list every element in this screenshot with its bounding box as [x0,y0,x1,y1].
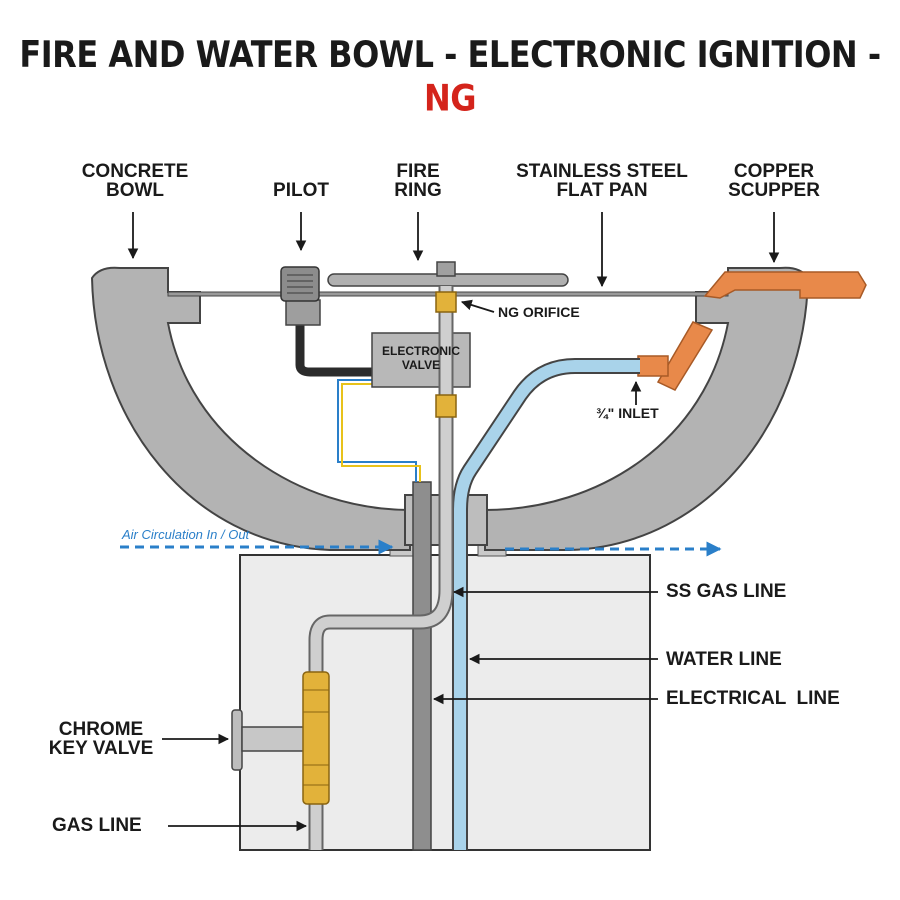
label-flat-pan-line1: STAINLESS STEEL [516,161,688,182]
title-accent: NG [423,76,477,120]
key-valve-brass-body [302,671,330,805]
label-copper-scupper-line2: SCUPPER [728,180,820,201]
label-flat-pan: STAINLESS STEEL FLAT PAN [502,162,702,200]
label-ss-gas-line-text: SS GAS LINE [666,581,787,602]
label-chrome-key-valve-line2: KEY VALVE [48,738,154,759]
label-fire-ring-line1: FIRE [396,161,440,182]
label-gas-line: GAS LINE [52,816,142,835]
pilot-wire-black [295,320,372,377]
label-inlet: ¾" INLET [596,406,659,421]
fire-ring-hub [436,261,456,277]
ng-orifice-fitting [435,291,457,313]
copper-inlet-fitting [637,355,669,377]
pilot-grill [287,274,313,294]
pilot-head [280,266,320,302]
title-main: FIRE AND WATER BOWL - ELECTRONIC IGNITIO… [19,32,881,76]
label-gas-line-text: GAS LINE [52,815,142,836]
label-electronic-valve: ELECTRONIC VALVE [372,344,470,372]
label-ss-gas-line: SS GAS LINE [666,582,786,601]
label-flat-pan-line2: FLAT PAN [556,180,648,201]
label-concrete-bowl: CONCRETE BOWL [70,162,200,200]
label-copper-scupper-line1: COPPER [733,161,815,182]
label-fire-ring: FIRE RING [378,162,458,200]
diagram-title: FIRE AND WATER BOWL - ELECTRONIC IGNITIO… [0,32,900,119]
label-electrical-line-text: ELECTRICAL LINE [666,688,840,709]
pilot-body [285,299,321,326]
label-copper-scupper: COPPER SCUPPER [716,162,832,200]
electrical-wire-yellow [341,383,421,482]
label-water-line: WATER LINE [666,650,782,669]
label-ng-orifice-text: NG ORIFICE [498,304,580,320]
electrical-line [412,481,432,851]
concrete-bowl [90,266,411,551]
concrete-bowl-right [484,266,810,551]
electronic-valve [371,332,471,388]
label-electronic-valve-line1: ELECTRONIC [382,344,460,358]
chrome-key-valve-handle [231,709,243,771]
electrical-wire-blue [337,379,417,482]
label-chrome-key-valve-line1: CHROME [58,719,144,740]
arrow-ng-orifice [460,299,495,313]
label-pilot: PILOT [256,181,346,200]
key-valve-brass-rings [303,689,329,786]
label-concrete-bowl-line2: BOWL [105,180,165,201]
label-ng-orifice: NG ORIFICE [498,305,580,320]
water-line-fill [454,360,640,850]
ss-gas-line-fill [310,286,452,850]
label-air-circulation-text: Air Circulation In / Out [122,527,250,542]
label-pilot-text: PILOT [273,180,329,201]
gas-valve-fitting [435,394,457,418]
label-concrete-bowl-line1: CONCRETE [81,161,189,182]
copper-inlet-pipe [656,321,714,391]
label-electronic-valve-line2: VALVE [401,358,441,372]
label-air-circulation: Air Circulation In / Out [122,527,249,542]
copper-scupper [703,271,867,299]
label-water-line-text: WATER LINE [666,649,782,670]
label-inlet-text: ¾" INLET [596,405,659,421]
label-fire-ring-line2: RING [394,180,442,201]
label-electrical-line: ELECTRICAL LINE [666,689,840,708]
label-chrome-key-valve: CHROME KEY VALVE [46,720,156,758]
chrome-key-valve-stem [241,726,307,752]
